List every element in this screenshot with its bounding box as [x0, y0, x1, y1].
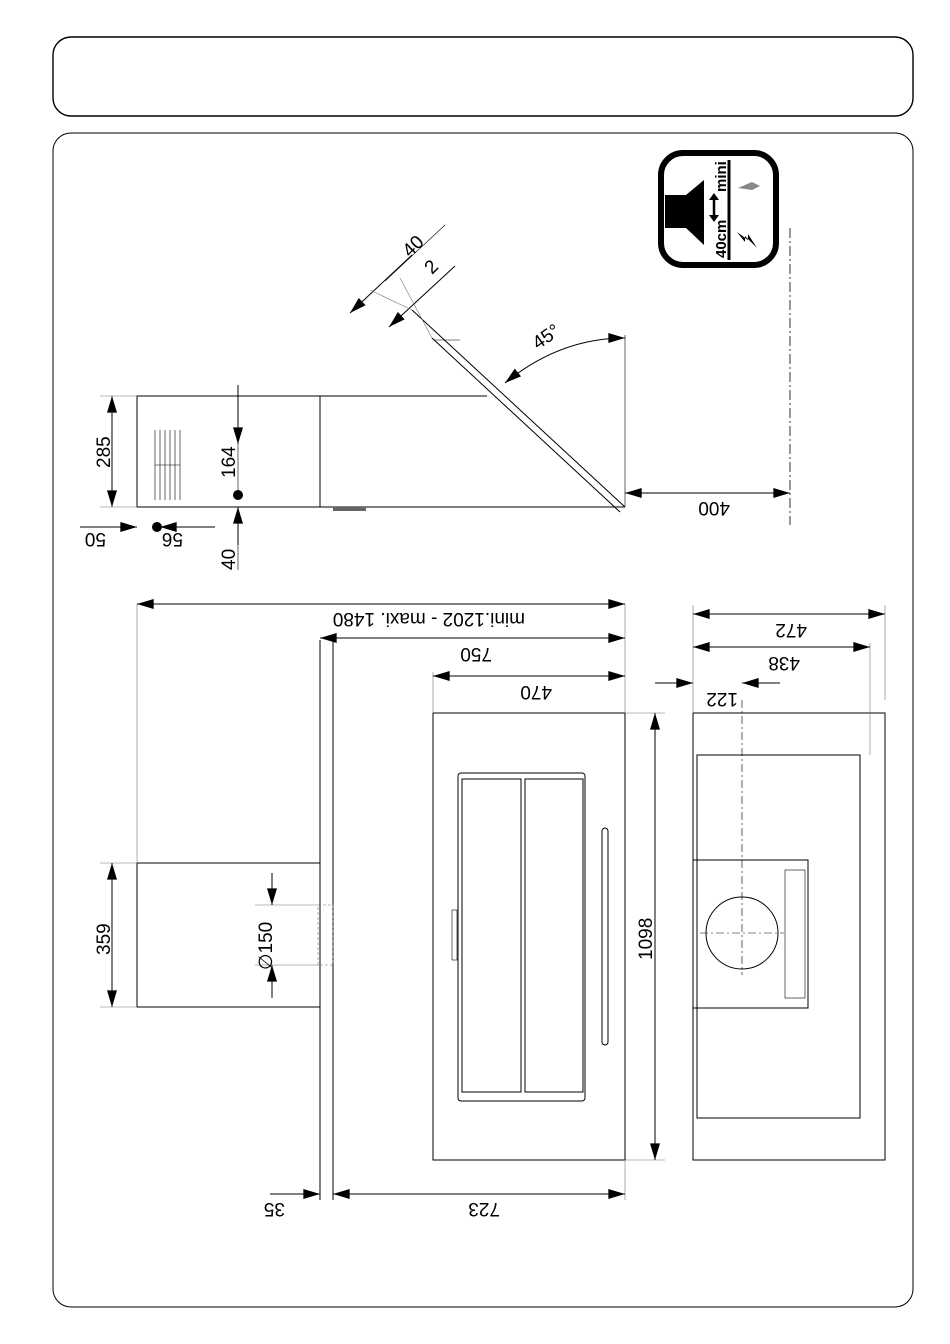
min-distance-40cm-icon: 40cm mini	[658, 150, 779, 268]
header-box	[52, 36, 914, 117]
dim-40-glass: 40	[399, 232, 429, 262]
main-frame	[52, 132, 914, 1308]
icon-text-40cm: 40cm	[713, 220, 730, 258]
dim-mini-maxi: mini.1202 - maxi. 1480	[333, 608, 525, 629]
dim-438: 438	[768, 652, 800, 673]
dim-1098: 1098	[636, 918, 657, 960]
dim-diameter-150: ∅150	[256, 922, 277, 970]
dim-400: 400	[698, 497, 730, 518]
dim-723: 723	[468, 1198, 500, 1219]
dim-45-degrees: 45°	[529, 320, 565, 354]
dim-122: 122	[706, 688, 738, 709]
dim-2-gap: 2	[421, 256, 443, 278]
side-view: 285 164 40 50 56 400 45° 40 2	[80, 224, 791, 570]
icon-text-mini: mini	[713, 161, 730, 192]
dim-164: 164	[219, 446, 240, 478]
dim-472: 472	[775, 619, 807, 640]
dim-50: 50	[85, 528, 106, 549]
dim-285: 285	[94, 436, 115, 468]
dim-470: 470	[520, 681, 552, 702]
dim-56: 56	[162, 528, 183, 549]
dim-35: 35	[264, 1198, 285, 1219]
top-view: mini.1202 - maxi. 1480 750 470 1098 359 …	[94, 599, 665, 1219]
dim-40-outlet: 40	[219, 549, 240, 570]
dim-750: 750	[460, 643, 492, 664]
dim-359: 359	[94, 923, 115, 955]
end-view: 472 438 122	[655, 605, 886, 1161]
